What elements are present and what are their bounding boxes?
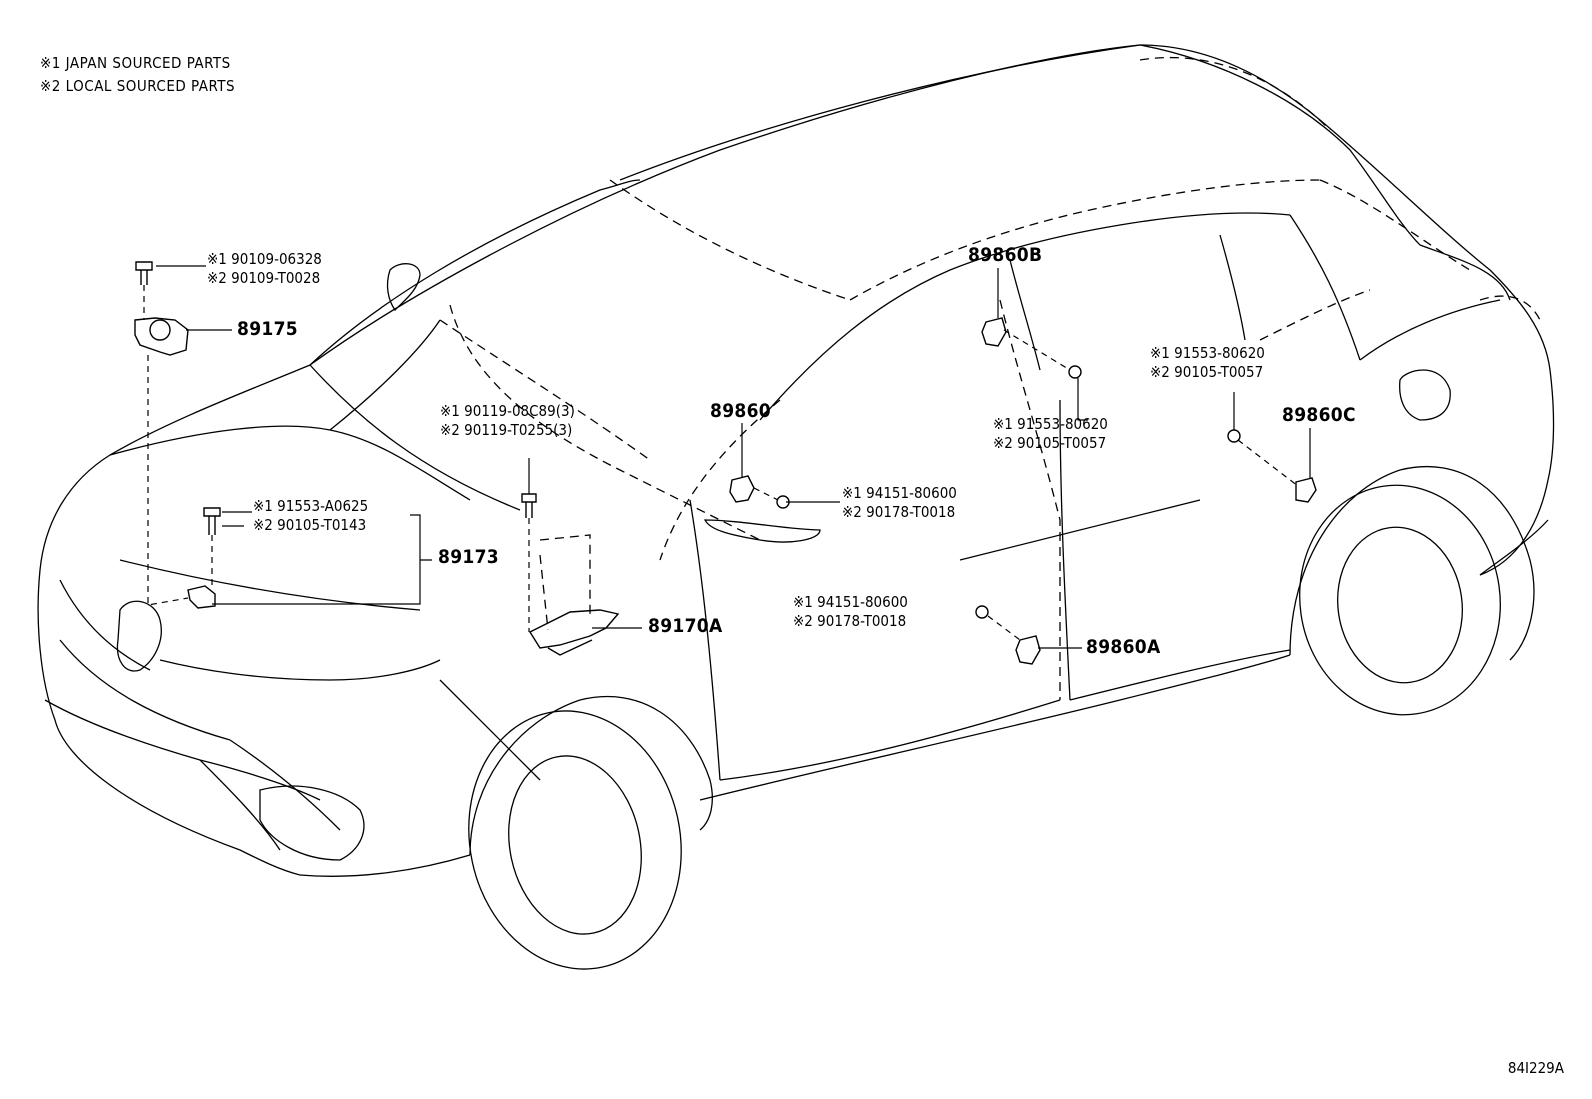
bolt-89175-japan: ※1 90109-06328 — [207, 250, 322, 268]
figure-reference: 84I229A — [1507, 1059, 1564, 1077]
part-89173[interactable]: 89173 — [438, 546, 499, 568]
bolt-89173-callout: ※1 91553-A0625 ※2 90105-T0143 — [253, 497, 368, 535]
part-89860[interactable]: 89860 — [710, 400, 771, 422]
legend-note-japan: ※1 JAPAN SOURCED PARTS — [40, 54, 231, 72]
leader-lines — [156, 265, 1311, 649]
bolt-89173-local: ※2 90105-T0143 — [253, 516, 367, 534]
hidden-lines — [439, 56, 1541, 700]
bolt-89860b-callout: ※1 91553-80620 ※2 90105-T0057 — [993, 415, 1108, 453]
bolt-89860c-callout: ※1 91553-80620 ※2 90105-T0057 — [1150, 344, 1265, 382]
bolt-89860b-japan: ※1 91553-80620 — [993, 415, 1108, 433]
nut-89860a-local: ※2 90178-T0018 — [793, 612, 907, 630]
part-89860c[interactable]: 89860C — [1282, 404, 1356, 426]
part-89860a[interactable]: 89860A — [1086, 636, 1161, 658]
bolt-89170a-local: ※2 90119-T0255(3) — [440, 421, 573, 439]
bolt-89175-local: ※2 90109-T0028 — [207, 269, 321, 287]
car-body — [37, 44, 1555, 970]
part-89170a[interactable]: 89170A — [648, 615, 723, 637]
bolt-89170a-callout: ※1 90119-08C89(3) ※2 90119-T0255(3) — [440, 402, 575, 440]
legend: ※1 JAPAN SOURCED PARTS ※2 LOCAL SOURCED … — [40, 52, 235, 98]
bolt-89175-callout: ※1 90109-06328 ※2 90109-T0028 — [207, 250, 322, 288]
legend-note-local: ※2 LOCAL SOURCED PARTS — [40, 77, 236, 95]
leader-dashed — [143, 285, 1299, 641]
part-89860b[interactable]: 89860B — [968, 244, 1043, 266]
bolt-89860c-local: ※2 90105-T0057 — [1150, 363, 1264, 381]
bolt-89170a-japan: ※1 90119-08C89(3) — [440, 402, 575, 420]
part-89175[interactable]: 89175 — [237, 318, 298, 340]
nut-89860-callout: ※1 94151-80600 ※2 90178-T0018 — [842, 484, 957, 522]
bolt-89860b-local: ※2 90105-T0057 — [993, 434, 1107, 452]
nut-89860a-callout: ※1 94151-80600 ※2 90178-T0018 — [793, 593, 908, 631]
nut-89860-local: ※2 90178-T0018 — [842, 503, 956, 521]
nut-89860a-japan: ※1 94151-80600 — [793, 593, 908, 611]
bolt-89860c-japan: ※1 91553-80620 — [1150, 344, 1265, 362]
nut-89860-japan: ※1 94151-80600 — [842, 484, 957, 502]
bolt-89173-japan: ※1 91553-A0625 — [253, 497, 369, 515]
part-symbols — [134, 261, 1317, 665]
